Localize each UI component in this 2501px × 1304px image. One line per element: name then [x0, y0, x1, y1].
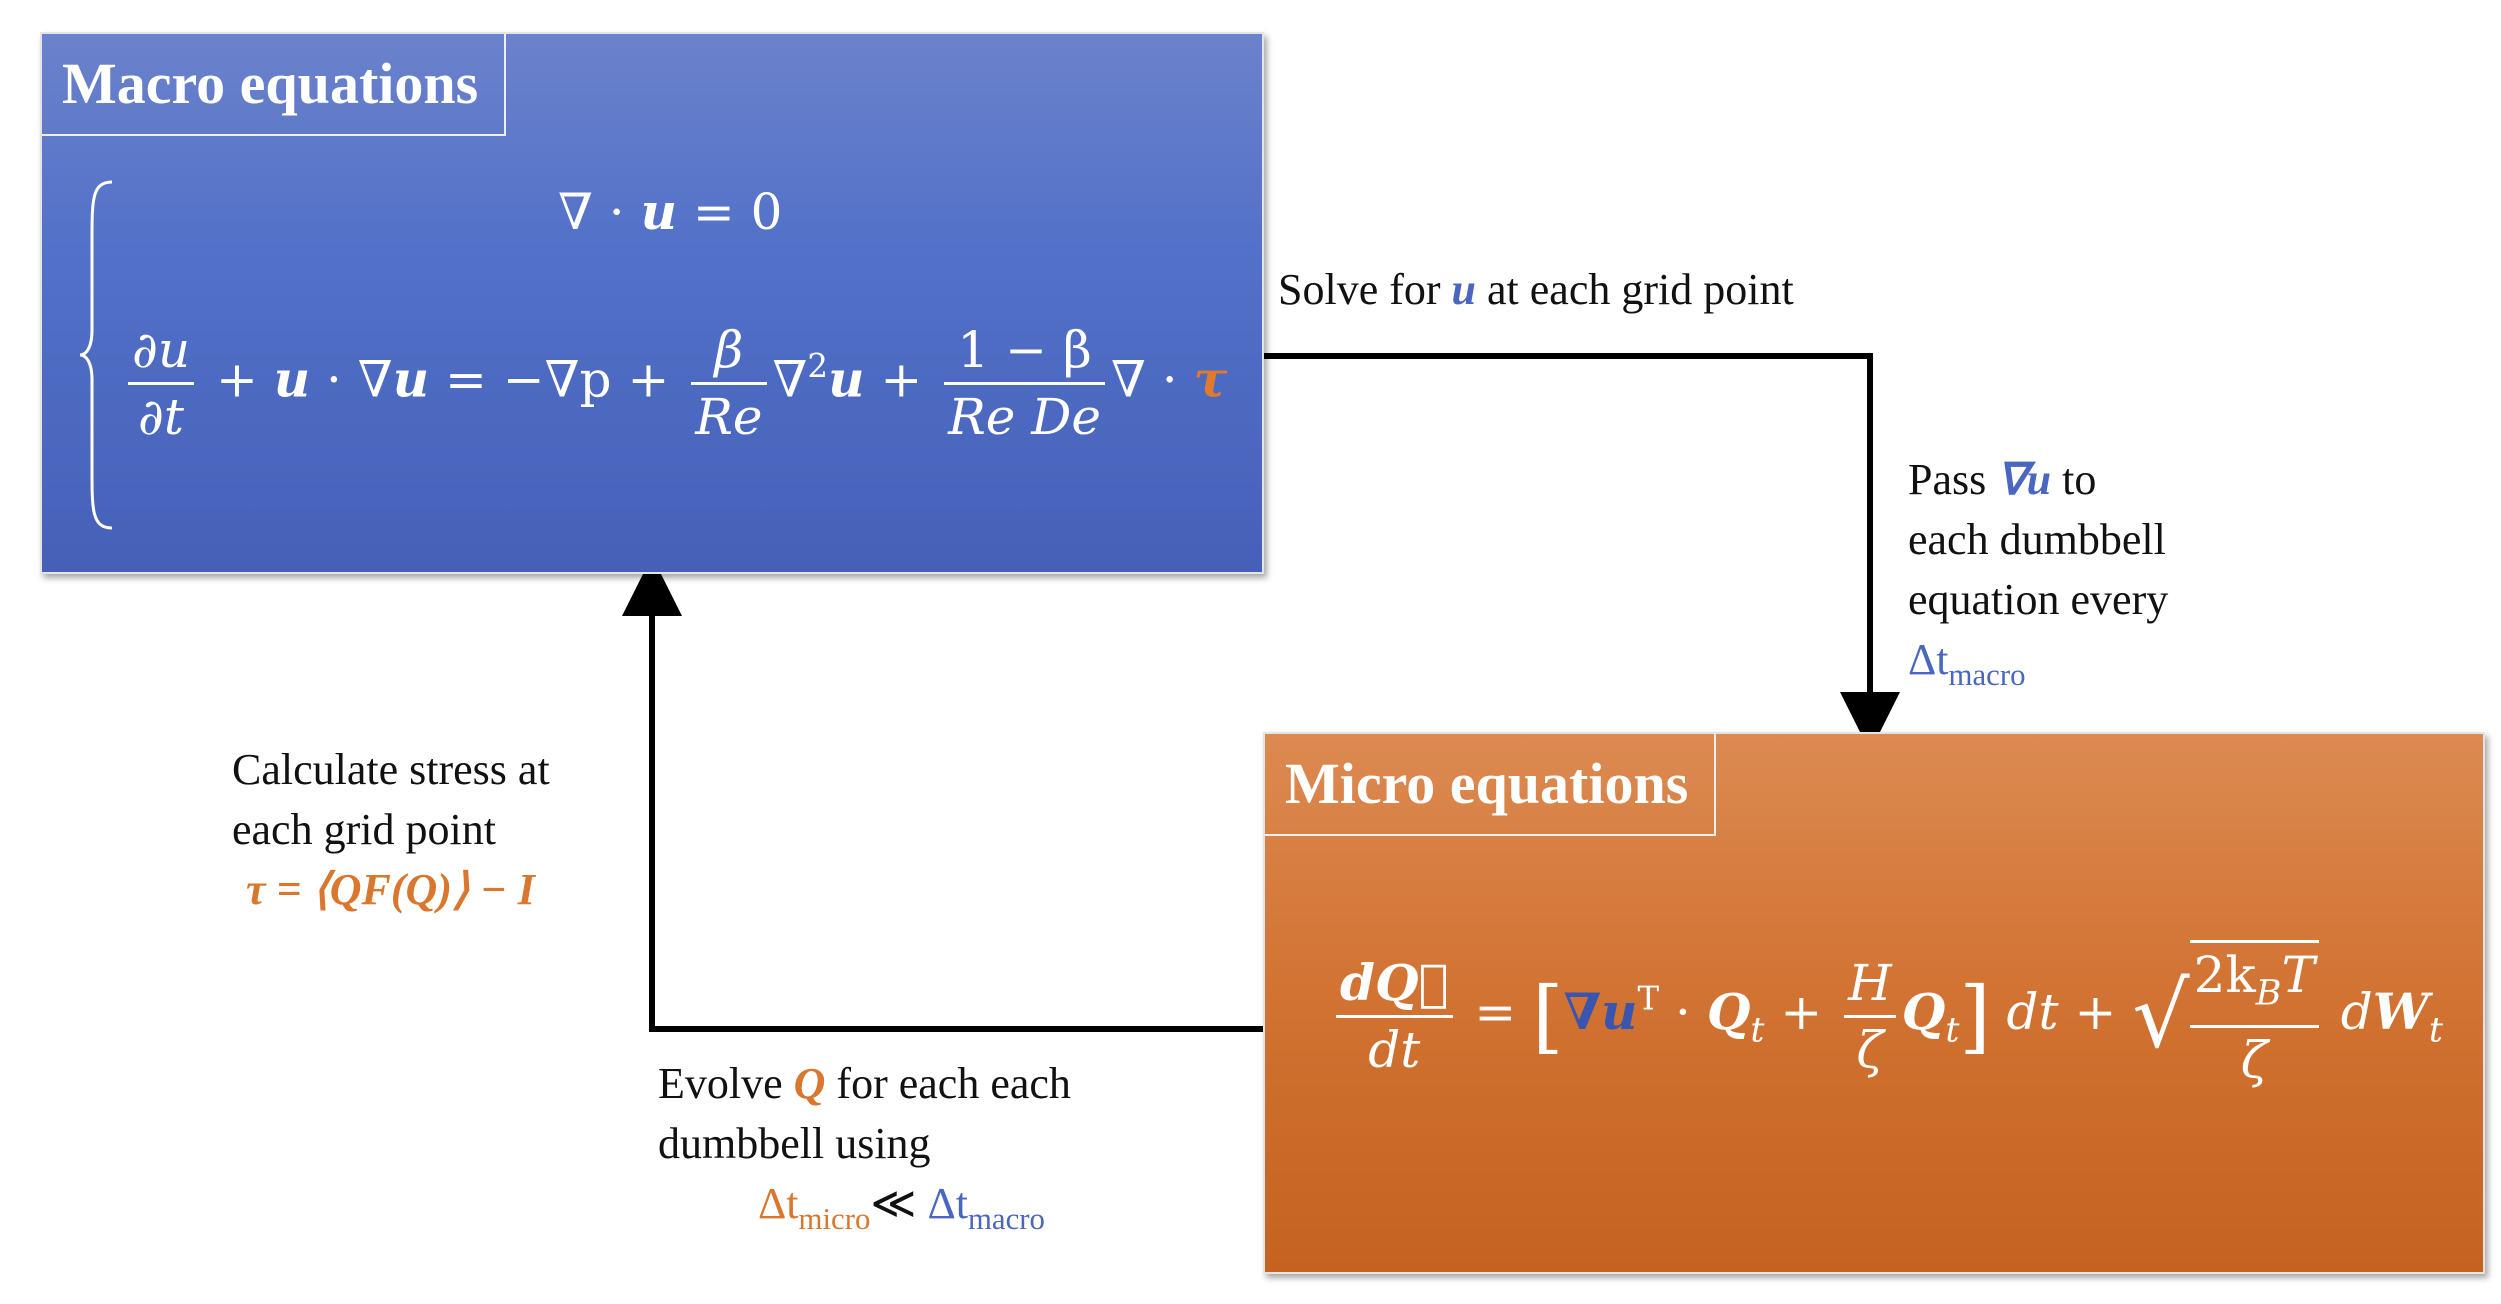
evolve-label: Evolve Q for each each dumbbell using Δt…	[658, 1059, 1071, 1236]
polymer-fraction: 1 − β Re De	[944, 318, 1105, 449]
arrow-macro-to-micro	[1264, 353, 1900, 752]
dumbbell-sde: dQ⃗ dt = [∇uT · Qt + H ζ Qt] dt + √ 2kBT…	[1330, 940, 2443, 1092]
system-brace	[79, 180, 113, 530]
macro-title: Macro equations	[42, 34, 507, 136]
solve-label: Solve for u at each grid point	[1278, 265, 1794, 314]
arrow-micro-to-macro	[622, 556, 1263, 1032]
pass-label: Pass ∇u to each dumbbell equation every …	[1908, 455, 2169, 692]
time-derivative-fraction: ∂u ∂t	[128, 318, 195, 449]
noise-fraction: 2kBT ζ	[2189, 940, 2319, 1092]
h-zeta-fraction: H ζ	[1844, 951, 1896, 1082]
beta-fraction: β Re	[691, 318, 767, 449]
micro-equations-box: Micro equations	[1263, 732, 2485, 1274]
stress-label: Calculate stress at each grid point τ = …	[232, 740, 550, 920]
momentum-equation: ∂u ∂t + u · ∇u = −∇p + β Re ∇2u + 1 − β …	[122, 318, 1227, 449]
continuity-equation: ∇ · u = 0	[558, 182, 783, 241]
macro-equations-box: Macro equations	[40, 32, 1264, 574]
stress-formula: τ = ⟨QF(Q)⟩ − I	[246, 865, 535, 914]
dq-dt-fraction: dQ⃗ dt	[1336, 951, 1453, 1082]
micro-title: Micro equations	[1265, 734, 1717, 836]
